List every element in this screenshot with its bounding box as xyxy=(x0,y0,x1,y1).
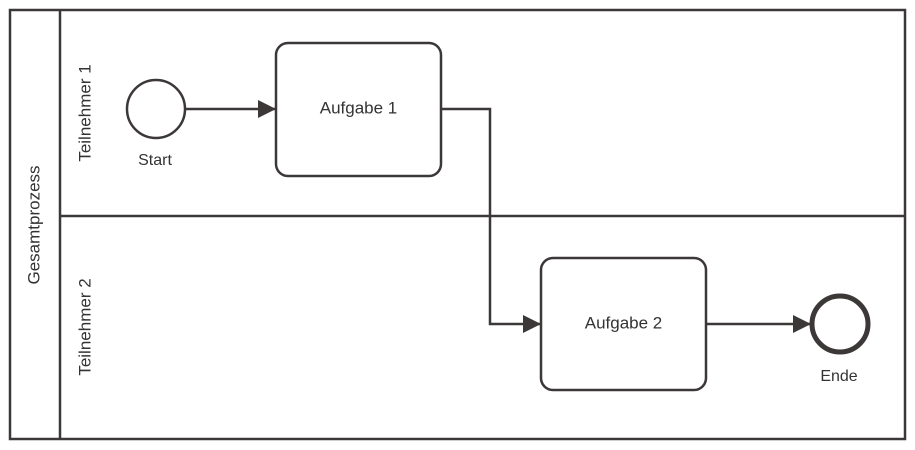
lane-label-teilnehmer-2: Teilnehmer 2 xyxy=(75,278,94,375)
task-aufgabe-2-label: Aufgabe 2 xyxy=(585,313,663,332)
pool-label: Gesamtprozess xyxy=(24,165,43,284)
sequence-flow-task1-to-task2[interactable] xyxy=(441,107,541,333)
end-event-label: Ende xyxy=(820,368,857,385)
task-aufgabe-1-label: Aufgabe 1 xyxy=(320,98,398,117)
lane-label-teilnehmer-1: Teilnehmer 1 xyxy=(75,64,94,161)
start-event-label: Start xyxy=(138,152,172,169)
start-event[interactable] xyxy=(125,78,187,140)
pool-frame[interactable] xyxy=(8,8,907,441)
end-event[interactable] xyxy=(809,293,871,355)
